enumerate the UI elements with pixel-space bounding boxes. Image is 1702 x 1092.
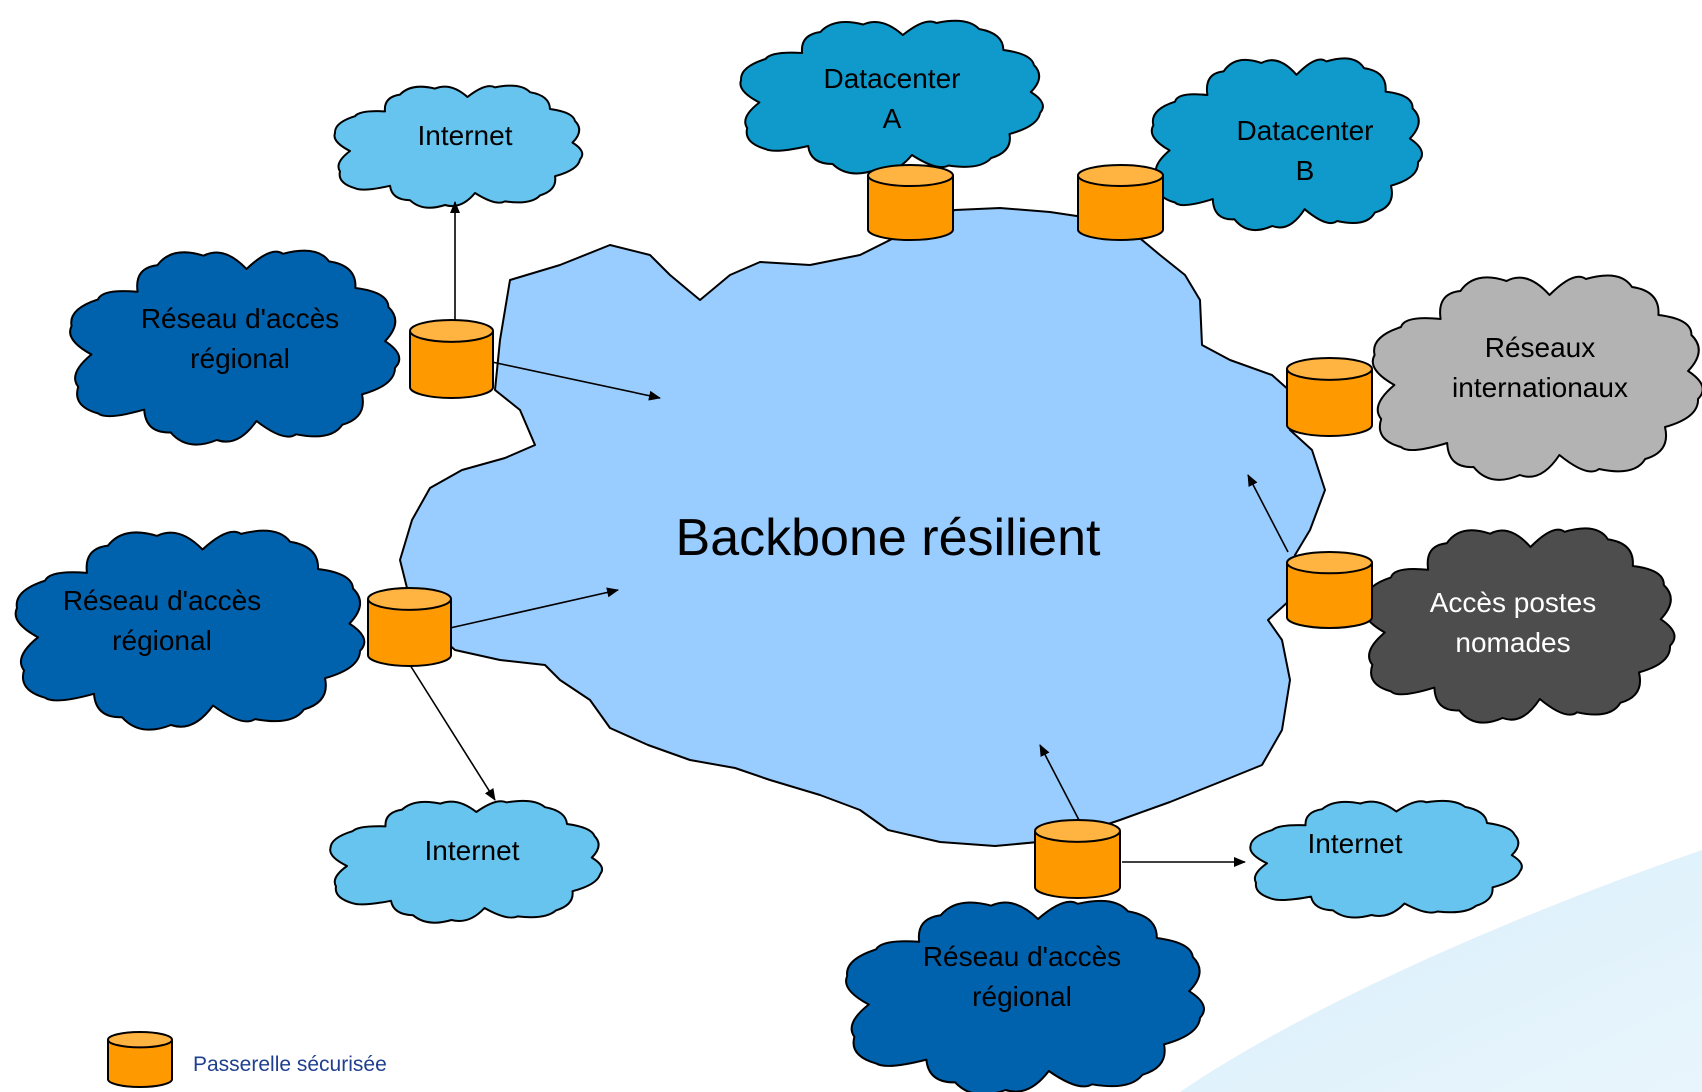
internet-cloud-bottom-left-shape (329, 799, 603, 924)
datacenter-b-cloud-label-line2: B (1296, 155, 1315, 186)
legend: Passerelle sécurisée (107, 1031, 387, 1088)
nomad-access-cloud: Accès postes nomades (1363, 527, 1676, 724)
internet-cloud-bottom-left: Internet (329, 799, 603, 924)
links (409, 201, 1289, 867)
regional-access-cloud-top-label-line2: régional (190, 343, 290, 374)
internet-cloud-bottom-right: Internet (1249, 799, 1523, 919)
backbone-cloud: Backbone résilient (399, 207, 1326, 847)
regional-access-cloud-top-label-line1: Réseau d'accès (141, 303, 339, 334)
nomad-access-cloud-shape (1363, 527, 1676, 724)
legend-label: Passerelle sécurisée (193, 1053, 387, 1076)
gateway-regional-top (409, 319, 494, 399)
gateway-nomad (1286, 551, 1373, 629)
gateway-regional-bottom (1034, 819, 1121, 899)
nomad-access-cloud-label-line2: nomades (1455, 627, 1570, 658)
background-swoosh (1180, 850, 1702, 1092)
international-networks-cloud-shape (1371, 274, 1702, 481)
internet-cloud-top-shape (333, 84, 584, 209)
regional-access-cloud-bottom-label-line2: régional (972, 981, 1072, 1012)
regional-access-cloud-bottom-shape (845, 899, 1205, 1092)
link-regional-top-to-backbone (491, 361, 661, 401)
internet-cloud-bottom-left-label: Internet (425, 835, 520, 866)
datacenter-b-cloud-label-line1: Datacenter (1237, 115, 1374, 146)
regional-access-cloud-mid-shape (14, 529, 366, 731)
nomad-access-cloud-label-line1: Accès postes (1430, 587, 1597, 618)
regional-access-cloud-mid-label-line1: Réseau d'accès (63, 585, 261, 616)
link-regional-mid-to-backbone (449, 587, 619, 629)
legend-cylinder (107, 1031, 173, 1088)
internet-cloud-bottom-right-shape (1249, 799, 1523, 919)
gateways (367, 164, 1373, 899)
internet-cloud-top: Internet (333, 84, 584, 209)
regional-access-cloud-top: Réseau d'accès régional (69, 249, 401, 446)
datacenter-a-cloud-label-line2: A (883, 103, 902, 134)
international-networks-cloud-label-line2: internationaux (1452, 372, 1628, 403)
link-nomad-to-backbone (1247, 474, 1289, 553)
datacenter-a-cloud-shape (739, 19, 1044, 175)
gateway-datacenter-a (867, 164, 954, 241)
regional-access-cloud-bottom-label-line1: Réseau d'accès (923, 941, 1121, 972)
gateway-cylinder-icon (107, 1031, 173, 1088)
international-networks-cloud: Réseaux internationaux (1371, 274, 1702, 481)
international-networks-cloud-label-line1: Réseaux (1485, 332, 1596, 363)
link-regional-bottom-to-backbone (1039, 744, 1081, 823)
link-regional-mid-to-internet (409, 664, 496, 801)
regional-access-cloud-bottom: Réseau d'accès régional (845, 899, 1205, 1092)
gateway-regional-mid (367, 587, 452, 667)
gateway-datacenter-b (1077, 164, 1164, 241)
internet-cloud-top-label: Internet (418, 120, 513, 151)
gateway-international (1286, 357, 1373, 437)
internet-cloud-bottom-right-label: Internet (1308, 828, 1403, 859)
datacenter-b-cloud-shape (1150, 57, 1424, 232)
datacenter-a-cloud-label-line1: Datacenter (824, 63, 961, 94)
regional-access-cloud-top-shape (69, 249, 401, 446)
regional-access-cloud-mid: Réseau d'accès régional (14, 529, 366, 731)
regional-access-cloud-mid-label-line2: régional (112, 625, 212, 656)
backbone-label: Backbone résilient (676, 509, 1101, 567)
